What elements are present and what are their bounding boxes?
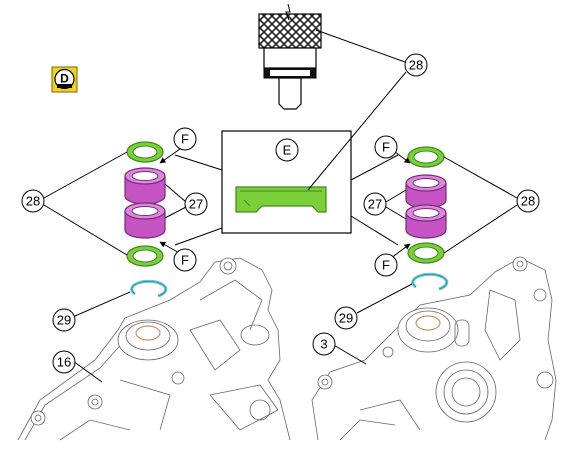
callout-label: 16 (57, 355, 71, 370)
callout-label: 28 (409, 58, 423, 73)
callout-label: 28 (521, 194, 535, 209)
callout-16-left-case: 16 (52, 350, 76, 374)
left-housing-drawing (17, 257, 291, 441)
callout-e-detail: E (275, 138, 299, 162)
left-circlip (130, 279, 168, 298)
callout-label: 29 (57, 313, 71, 328)
right-part-stack (405, 146, 449, 291)
left-lower-bushing (124, 202, 166, 239)
callout-f-left-bottom: F (173, 248, 197, 272)
callout-29-left: 29 (52, 308, 76, 332)
callout-28-press: 28 (404, 53, 428, 77)
left-upper-bushing (124, 167, 166, 205)
detail-ring-section (235, 186, 327, 213)
callout-label: 29 (339, 311, 353, 326)
callout-3-right-case: 3 (312, 332, 336, 356)
callout-f-right-bottom: F (374, 253, 398, 277)
callout-label: F (382, 140, 390, 155)
callout-28-left: 28 (21, 189, 45, 213)
detail-e-inset (174, 130, 399, 246)
right-top-bearing-ring (407, 146, 445, 168)
callout-27-left: 27 (184, 192, 208, 216)
right-housing-drawing (311, 256, 557, 441)
callout-label: 27 (368, 197, 382, 212)
callout-27-right: 27 (363, 192, 387, 216)
callout-28-right: 28 (516, 189, 540, 213)
press-tool (258, 3, 322, 110)
leader-lines (43, 29, 518, 383)
callout-label: F (181, 132, 189, 147)
left-part-stack (124, 141, 168, 298)
callout-label: 28 (26, 194, 40, 209)
right-lower-bushing (405, 204, 447, 239)
left-bottom-bearing-ring (126, 245, 164, 267)
right-upper-bushing (405, 174, 447, 209)
callout-29-right: 29 (334, 306, 358, 330)
callout-label: F (181, 253, 189, 268)
left-top-bearing-ring (126, 141, 164, 163)
right-circlip (411, 272, 449, 291)
callout-label: 27 (189, 197, 203, 212)
callout-label: F (382, 258, 390, 273)
d-badge-icon: D (51, 66, 78, 93)
callout-label: 3 (320, 337, 327, 352)
d-badge-letter: D (60, 72, 69, 86)
right-bottom-bearing-ring (407, 242, 445, 264)
callout-label: E (283, 143, 292, 158)
callout-f-right-top: F (374, 135, 398, 159)
callout-f-left-top: F (173, 127, 197, 151)
